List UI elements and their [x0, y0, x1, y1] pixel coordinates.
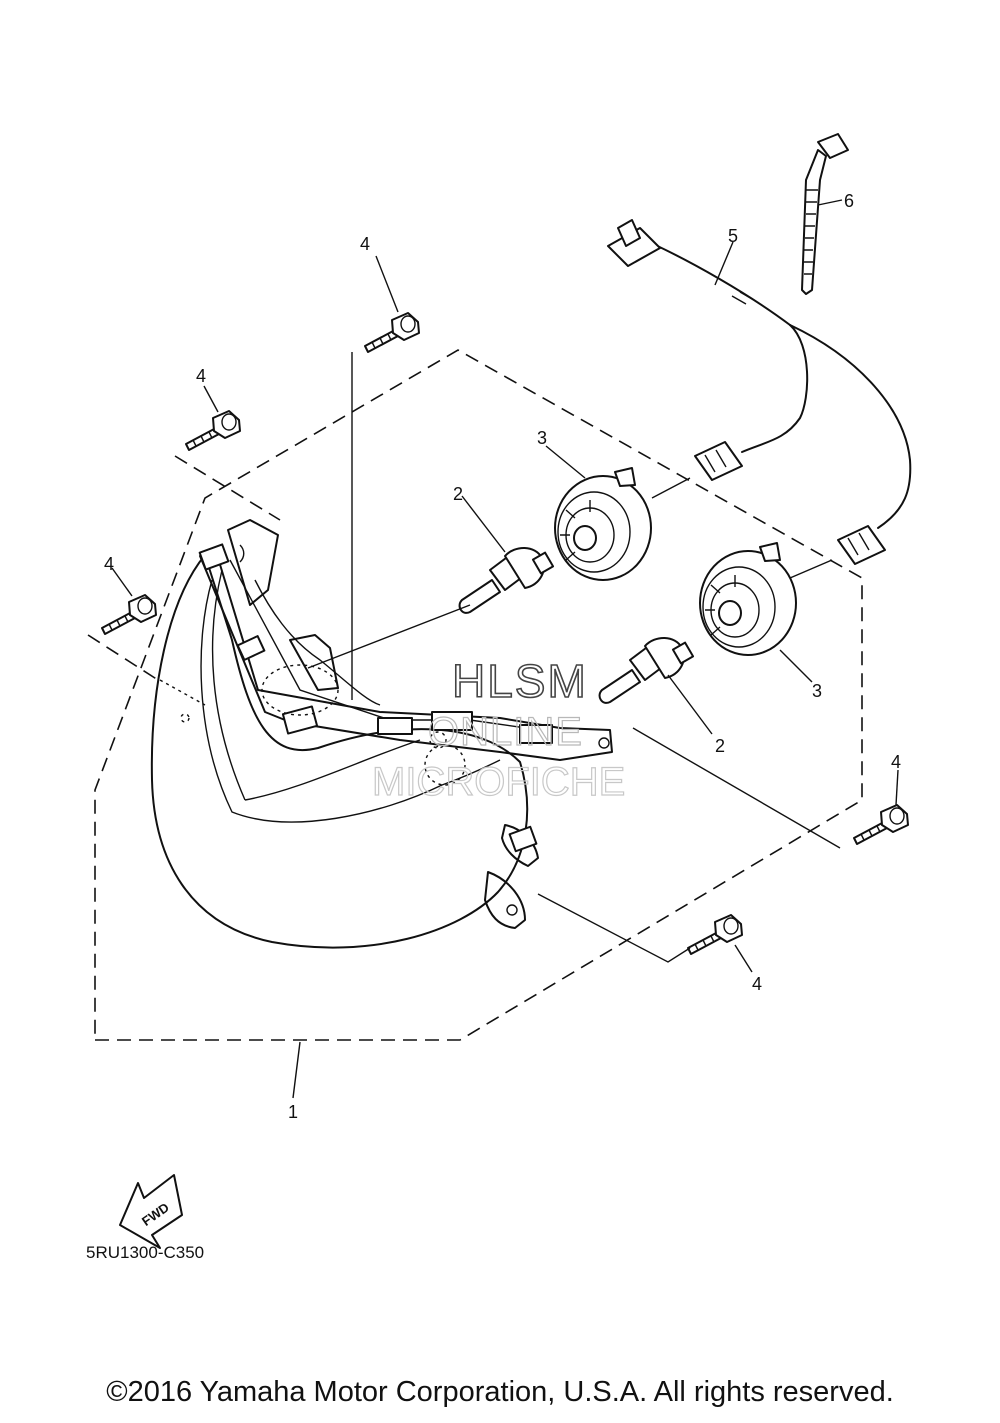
part-code: 5RU1300-C350 — [86, 1243, 204, 1262]
leader-lines — [111, 199, 899, 1099]
bolt-bottom[interactable] — [687, 914, 743, 955]
bolt-left[interactable] — [101, 594, 157, 635]
callout-bolt-top: 4 — [360, 234, 370, 254]
fwd-arrow: FWD — [119, 1174, 183, 1249]
bulb-socket-left[interactable] — [554, 467, 652, 581]
cable-tie[interactable] — [801, 133, 849, 295]
assembly-boundary — [87, 349, 863, 1041]
callout-bolt-upper-left: 4 — [196, 366, 206, 386]
watermark-line-3: MICROFICHE — [372, 760, 625, 804]
bulb-socket-right[interactable] — [699, 542, 797, 656]
copyright-notice: ©2016 Yamaha Motor Corporation, U.S.A. A… — [106, 1376, 894, 1408]
headlight-assembly[interactable] — [150, 519, 613, 949]
bolt-right[interactable] — [853, 804, 909, 845]
callout-socket-left: 3 — [537, 428, 547, 448]
callout-headlight: 1 — [288, 1102, 298, 1122]
callout-bulb-right: 2 — [715, 736, 725, 756]
callout-cable-tie: 6 — [844, 191, 854, 211]
callout-bolt-right: 4 — [891, 752, 901, 772]
callout-wire-harness: 5 — [728, 226, 738, 246]
wire-harness[interactable] — [607, 219, 912, 565]
bolt-top[interactable] — [364, 312, 420, 353]
callout-labels: 1 2 2 3 3 4 4 4 4 4 5 6 — [104, 191, 901, 1122]
bulb-left[interactable] — [458, 547, 555, 614]
bulb-right[interactable] — [598, 637, 695, 704]
callout-bolt-bottom: 4 — [752, 974, 762, 994]
watermark-line-1: HLSM — [452, 655, 588, 707]
watermark: HLSM ONLINE MICROFICHE — [371, 654, 626, 804]
callout-bolt-left: 4 — [104, 554, 114, 574]
bolt-upper-left[interactable] — [185, 410, 241, 451]
callout-socket-right: 3 — [812, 681, 822, 701]
callout-bulb-left: 2 — [453, 484, 463, 504]
watermark-line-2: ONLINE — [428, 710, 583, 754]
